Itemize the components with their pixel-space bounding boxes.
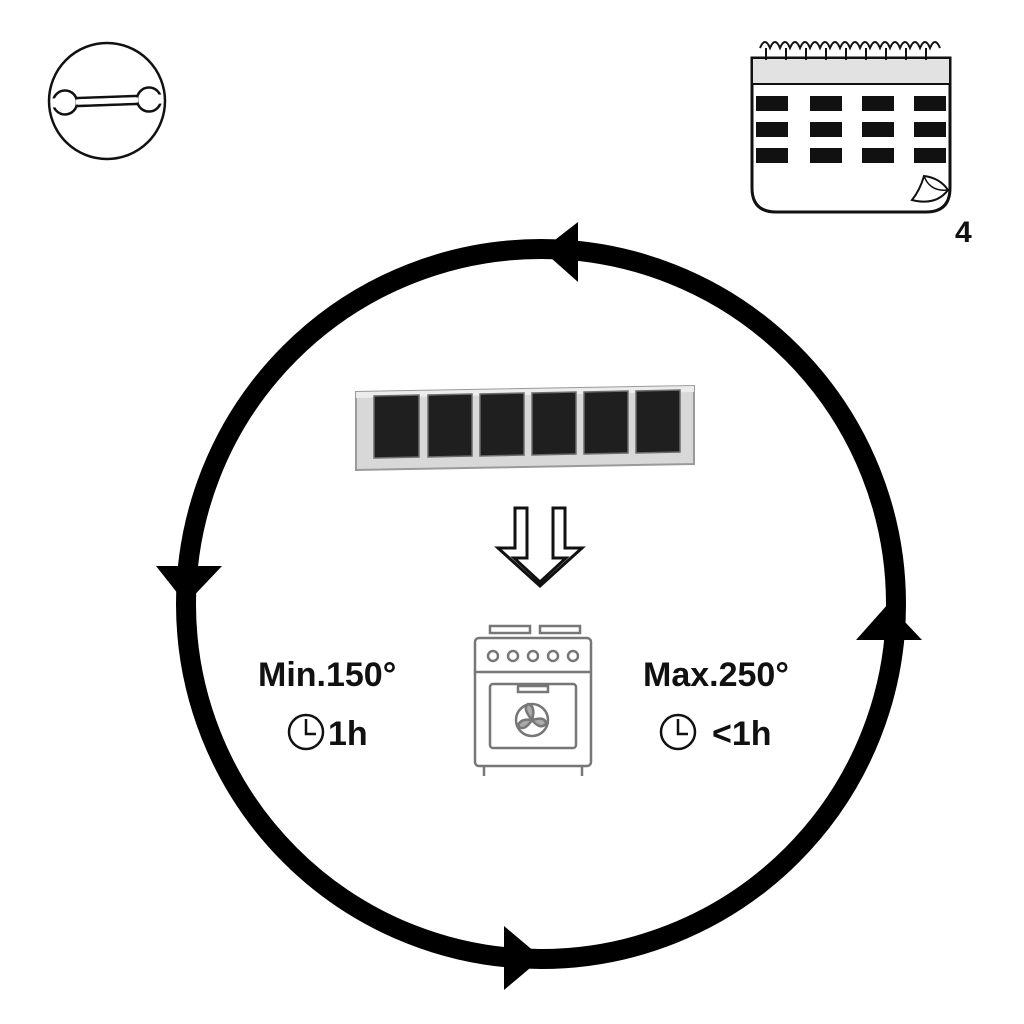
- max-duration: <1h: [712, 715, 772, 753]
- wrench-icon: [47, 41, 167, 161]
- min-temperature: Min.150°: [258, 656, 396, 694]
- arrow-right-icon: [504, 926, 542, 990]
- cycle-arrows: [156, 222, 922, 990]
- max-temperature: Max.250°: [643, 656, 789, 694]
- min-duration: 1h: [328, 715, 368, 753]
- fan-oven-icon: [473, 624, 593, 776]
- arrow-up-icon: [856, 604, 922, 640]
- arrow-down-icon: [156, 566, 222, 604]
- arrow-left-icon: [542, 222, 578, 282]
- clock-icon: [287, 713, 325, 751]
- carbon-filter-icon: [355, 384, 695, 472]
- calendar-icon: [750, 41, 952, 214]
- interval-value: 4: [955, 216, 972, 249]
- double-down-arrow-icon: [494, 506, 586, 589]
- clock-icon: [659, 713, 697, 751]
